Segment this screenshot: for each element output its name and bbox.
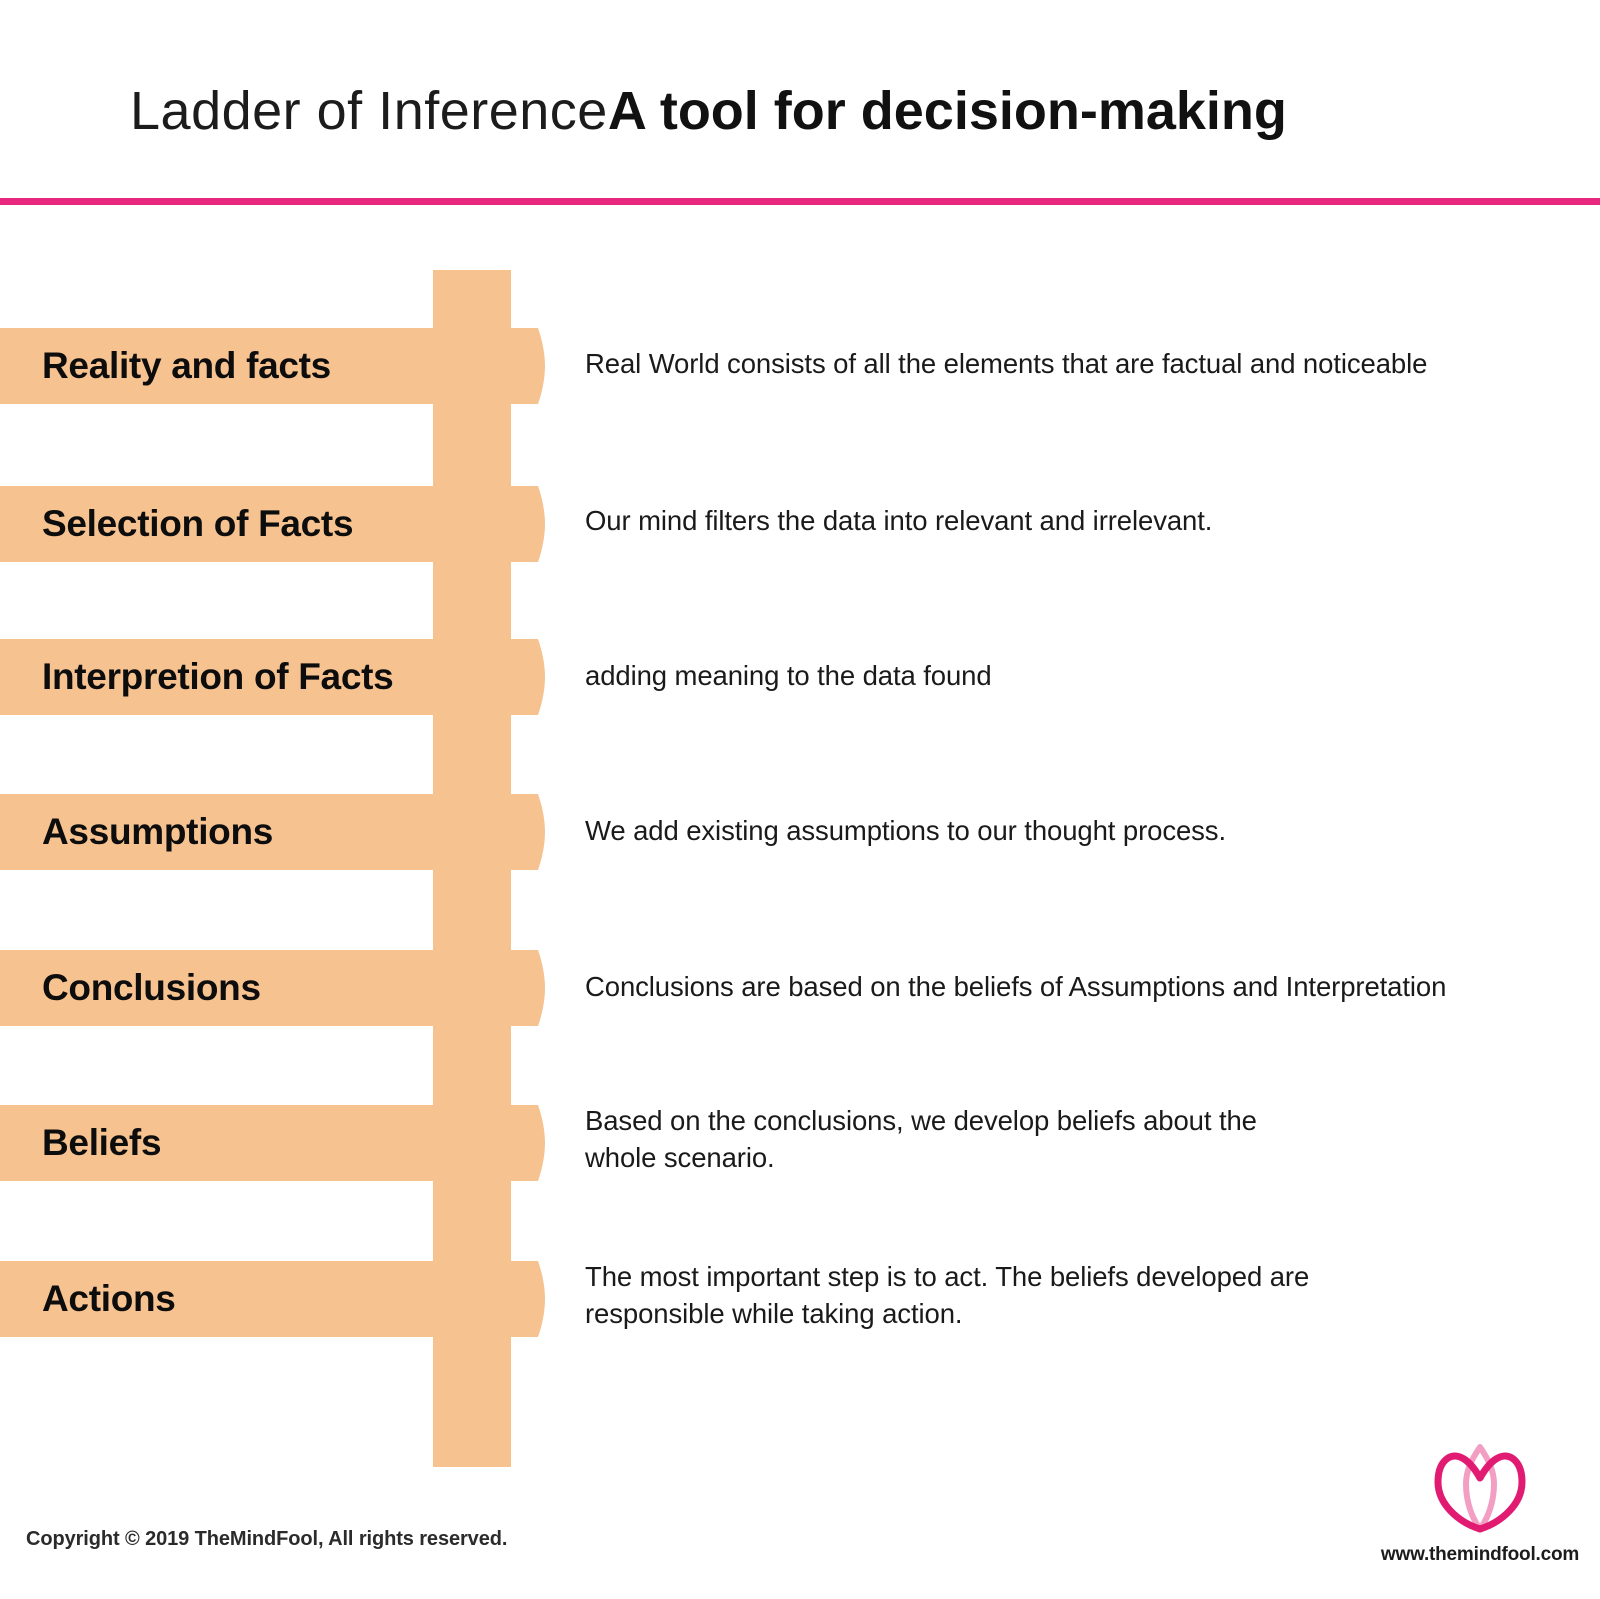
copyright-text: Copyright © 2019 TheMindFool, All rights… [26,1528,508,1550]
step-description: adding meaning to the data found [585,660,992,691]
rung-cap-shape [514,1105,545,1181]
rung-edge-cap [514,1261,546,1337]
rung-edge-cap [514,328,546,404]
rung-edge-cap [514,794,546,870]
step-description: Conclusions are based on the beliefs of … [585,971,1447,1002]
rung-bar [0,639,522,715]
rung-bar [0,486,522,562]
step-description: Our mind filters the data into relevant … [585,505,1213,536]
rung-edge-cap [514,486,546,562]
rung-bar [0,950,522,1026]
step-description: We add existing assumptions to our thoug… [585,815,1227,846]
rung-cap-shape [514,950,545,1026]
title-bold-part: A tool for decision-making [607,81,1287,141]
rung-cap-shape [514,639,545,715]
rung-bar [0,328,522,404]
rung-edge-cap [514,950,546,1026]
rung-label: Interpretion of Facts [42,656,394,697]
rung-edge-cap [514,1105,546,1181]
step-description: The most important step is to act. The b… [585,1261,1310,1329]
rung-label: Conclusions [42,967,261,1008]
rung-bar [0,1105,522,1181]
step-description: Real World consists of all the elements … [585,348,1428,379]
rung-label: Selection of Facts [42,503,354,544]
rung-label: Reality and facts [42,345,331,386]
title-light-part: Ladder of Inference [130,81,608,141]
rung-cap-shape [514,1261,545,1337]
rung-label: Actions [42,1278,176,1319]
website-url: www.themindfool.com [1380,1544,1580,1565]
rung-label: Assumptions [42,811,274,852]
step-description: Based on the conclusions, we develop bel… [585,1105,1257,1173]
themindfool-lotus-logo-icon [1428,1440,1532,1536]
page-title: Ladder of InferenceA tool for decision-m… [130,84,1287,138]
rung-cap-shape [514,794,545,870]
rung-bar [0,1261,522,1337]
rung-bar [0,794,522,870]
rung-cap-shape [514,486,545,562]
rung-label: Beliefs [42,1122,162,1163]
brand-block: www.themindfool.com [1370,1440,1590,1590]
lotus-icon-shape [1434,1444,1526,1533]
page-header: Ladder of InferenceA tool for decision-m… [0,0,1600,204]
header-divider [0,198,1600,205]
rung-cap-shape [514,328,545,404]
rung-edge-cap [514,639,546,715]
